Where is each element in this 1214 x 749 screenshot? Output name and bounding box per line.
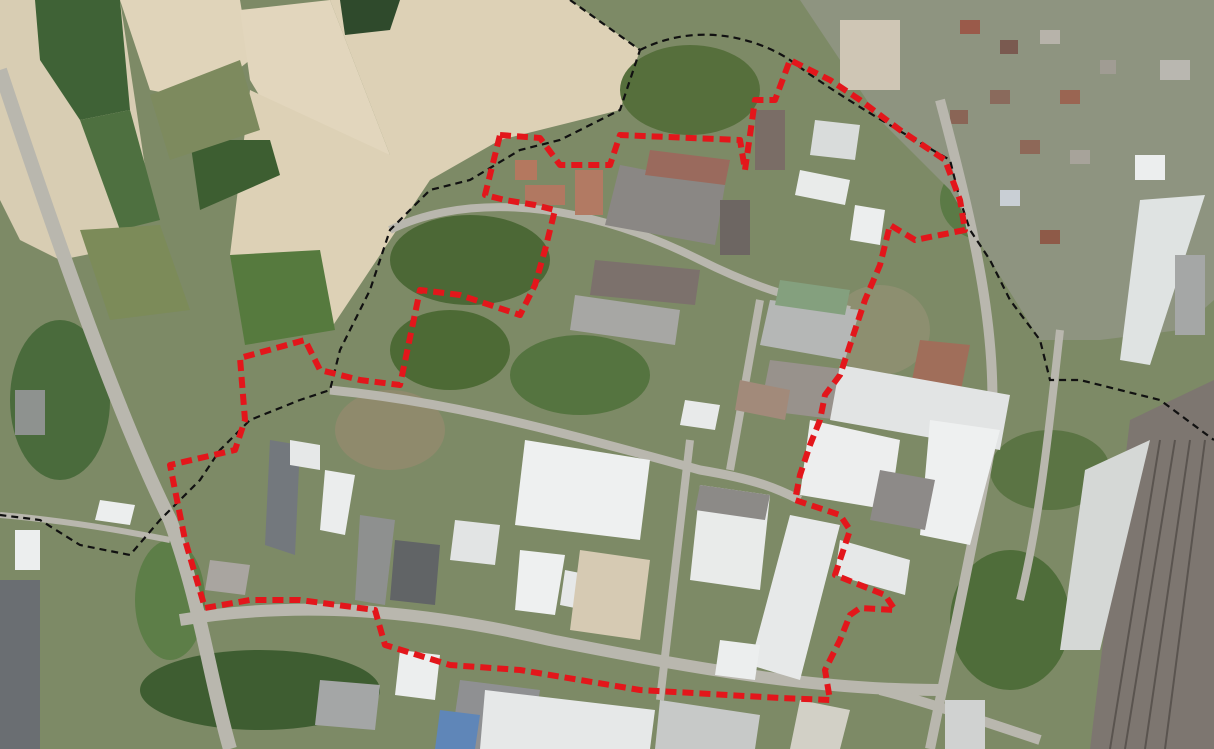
- warehouse-roof: [1120, 195, 1205, 365]
- residential-area: [800, 0, 1214, 340]
- industrial-buildings: [0, 110, 1010, 749]
- municipal-boundary: [0, 0, 1214, 557]
- study-area-perimeter: [167, 57, 968, 703]
- agricultural-fields: [0, 0, 640, 345]
- rail-yard: [1060, 380, 1214, 749]
- southern-buildings: [315, 650, 985, 749]
- warehouse-roof-grey: [1175, 255, 1205, 335]
